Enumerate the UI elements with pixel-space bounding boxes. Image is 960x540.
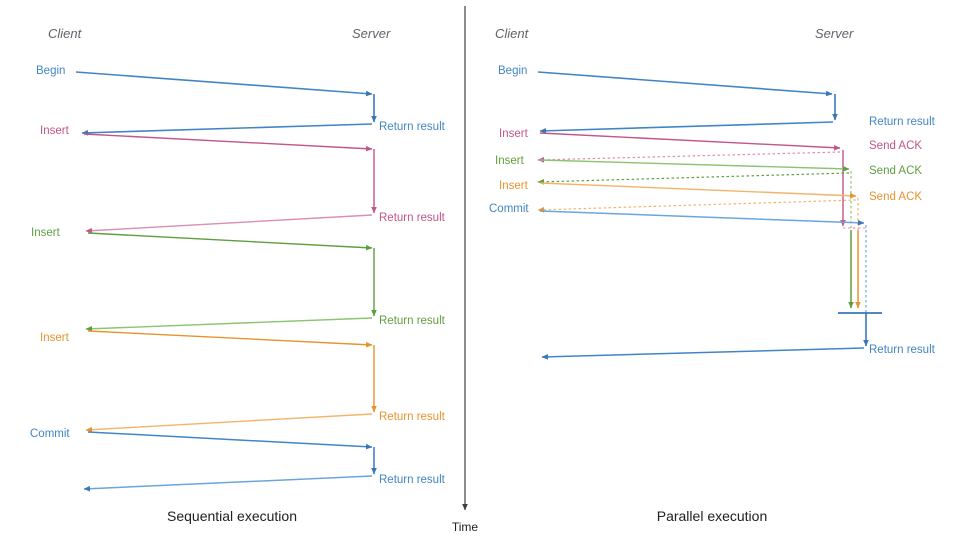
- client-label-insert-1: Insert: [40, 125, 70, 137]
- client-label-insert-3: Insert: [499, 180, 529, 192]
- arrow-commit-request: [539, 210, 865, 226]
- time-axis: Time: [452, 6, 479, 534]
- server-label-return-2: Return result: [379, 212, 446, 224]
- arrow-insert3-response: [85, 413, 373, 433]
- arrow-insert3-request: [87, 330, 373, 348]
- arrow-begin-request: [75, 71, 373, 97]
- message-commit: [83, 431, 377, 492]
- client-label-commit: Commit: [489, 203, 529, 215]
- arrow-commit-response: [83, 475, 373, 492]
- client-label-commit: Commit: [30, 428, 70, 440]
- arrow-begin-response: [81, 123, 373, 136]
- arrow-insert1-request: [83, 133, 373, 152]
- server-label-return-1: Return result: [869, 116, 936, 128]
- server-label-ack-3: Send ACK: [869, 191, 922, 203]
- panel-sequential: Client Server: [30, 26, 446, 524]
- message-begin: [75, 71, 377, 136]
- arrow-insert2-ack: [537, 172, 850, 185]
- arrow-commit-response: [541, 347, 865, 360]
- lane-title-server: Server: [352, 26, 391, 41]
- client-label-insert-1: Insert: [499, 128, 529, 140]
- message-begin: [537, 71, 838, 134]
- server-label-ack-2: Send ACK: [869, 165, 922, 177]
- message-insert-2: [537, 159, 852, 228]
- arrow-insert2-response: [85, 317, 373, 332]
- panel-parallel: Client Server: [489, 26, 936, 524]
- server-label-return-3: Return result: [379, 315, 446, 327]
- arrow-insert3-request: [539, 182, 857, 199]
- arrow-insert3-ack: [537, 199, 857, 213]
- message-insert-2: [85, 232, 377, 332]
- client-label-insert-2: Insert: [495, 155, 525, 167]
- lane-title-server: Server: [815, 26, 854, 41]
- arrow-insert1-ack: [537, 151, 841, 163]
- arrow-insert1-request: [539, 132, 841, 151]
- caption-parallel: Parallel execution: [657, 508, 768, 524]
- time-axis-label: Time: [452, 520, 479, 534]
- lane-title-client: Client: [495, 26, 530, 41]
- message-insert-3: [85, 330, 377, 433]
- client-label-begin: Begin: [36, 65, 65, 77]
- arrow-begin-response: [539, 121, 834, 134]
- arrow-insert2-request: [87, 232, 373, 251]
- message-commit: [539, 210, 867, 313]
- arrow-insert2-request: [539, 159, 850, 172]
- client-label-insert-2: Insert: [31, 227, 61, 239]
- arrow-insert1-response: [85, 214, 373, 234]
- server-label-return-1: Return result: [379, 121, 446, 133]
- server-label-return-5: Return result: [379, 474, 446, 486]
- server-label-return-4: Return result: [379, 411, 446, 423]
- caption-sequential: Sequential execution: [167, 508, 297, 524]
- message-insert-1: [83, 133, 377, 234]
- arrow-begin-request: [537, 71, 833, 97]
- server-label-return-final: Return result: [869, 344, 936, 356]
- message-insert-1: [537, 132, 846, 227]
- lane-title-client: Client: [48, 26, 83, 41]
- message-insert-3: [537, 182, 859, 230]
- arrow-commit-request: [87, 431, 373, 450]
- client-label-begin: Begin: [498, 65, 527, 77]
- client-label-insert-3: Insert: [40, 332, 70, 344]
- server-label-ack-1: Send ACK: [869, 140, 922, 152]
